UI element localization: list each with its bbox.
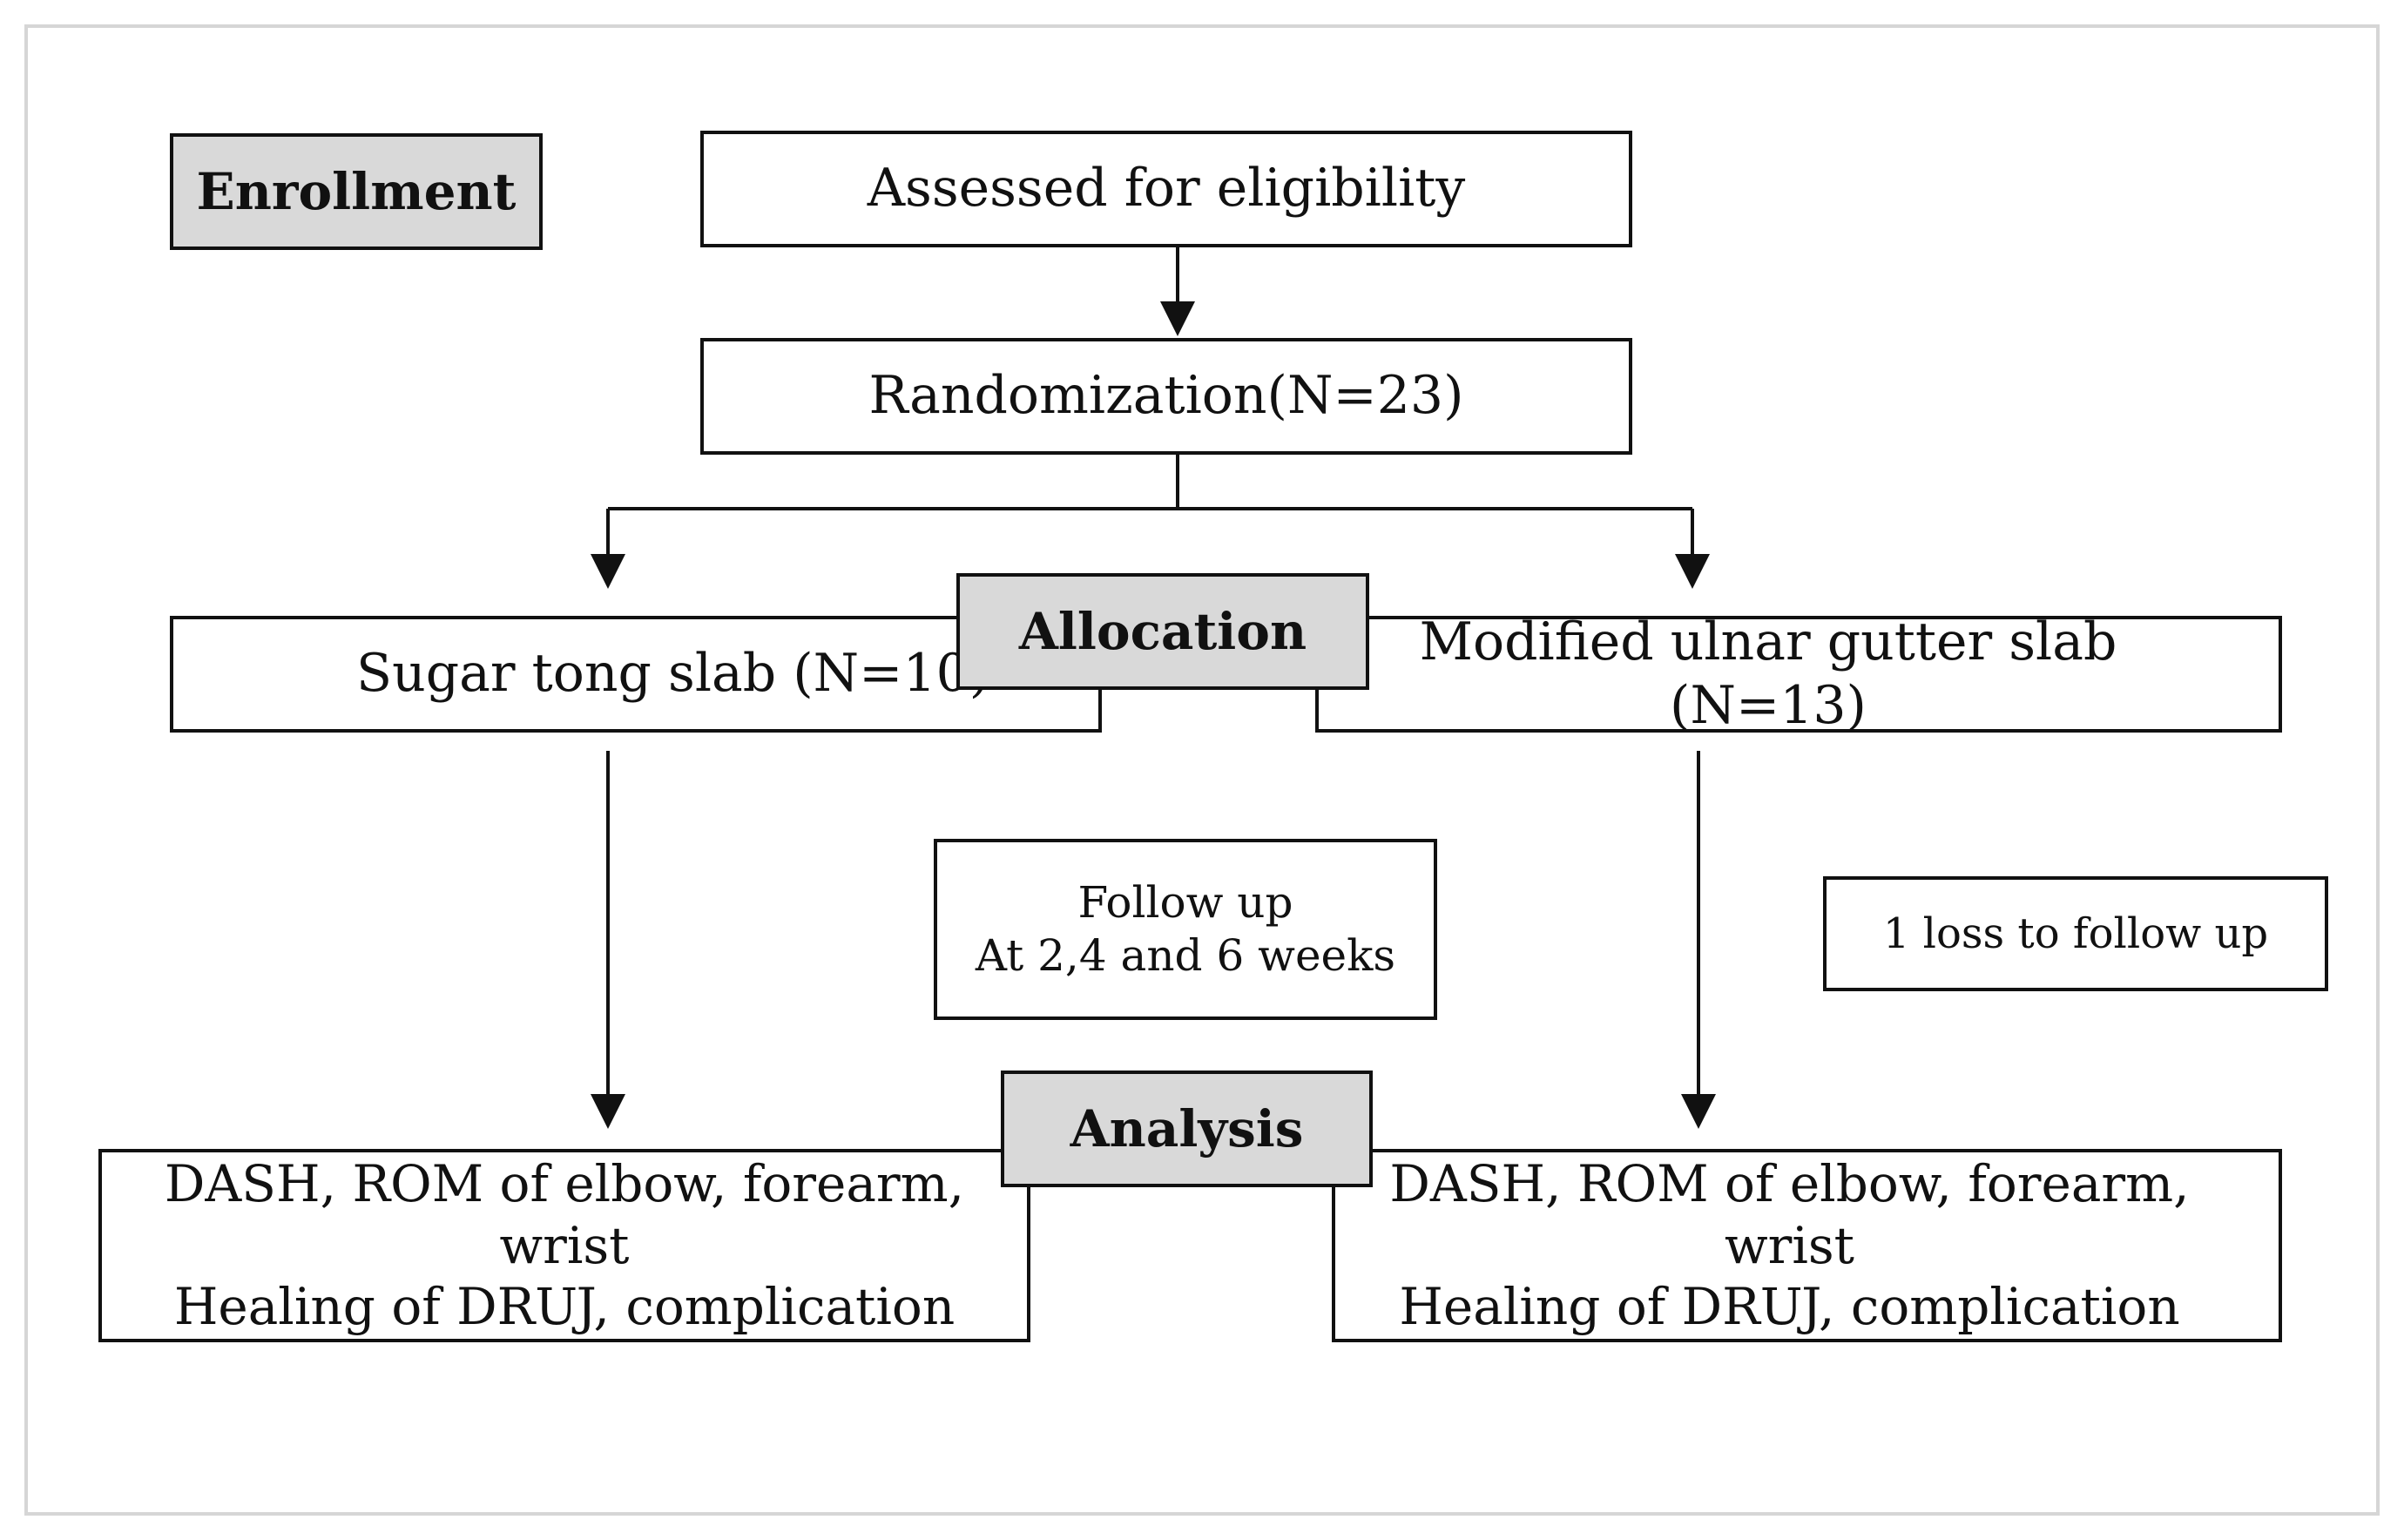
allocation-label: Allocation	[1018, 601, 1307, 661]
enrollment-header: Enrollment	[170, 133, 543, 250]
analysis-right-line-1: DASH, ROM of elbow, forearm, wrist	[1389, 1153, 2190, 1275]
analysis-left-box: DASH, ROM of elbow, forearm, wrist Heali…	[98, 1149, 1030, 1342]
enrollment-label: Enrollment	[196, 161, 517, 221]
analysis-left-line-1: DASH, ROM of elbow, forearm, wrist	[164, 1153, 965, 1275]
eligibility-box: Assessed for eligibility	[700, 131, 1632, 247]
analysis-label: Analysis	[1070, 1098, 1304, 1158]
allocation-header: Allocation	[956, 573, 1369, 690]
eligibility-label: Assessed for eligibility	[867, 158, 1466, 220]
analysis-left-line-2: Healing of DRUJ, complication	[173, 1277, 956, 1337]
follow-up-box: Follow up At 2,4 and 6 weeks	[934, 839, 1437, 1020]
sugar-tong-box: Sugar tong slab (N=10)	[170, 616, 1102, 733]
loss-to-follow-up-label: 1 loss to follow up	[1882, 908, 2269, 958]
analysis-right-line-2: Healing of DRUJ, complication	[1399, 1277, 2180, 1337]
ulnar-gutter-label: Modified ulnar gutter slab (N=13)	[1419, 611, 2117, 736]
loss-to-follow-up-box: 1 loss to follow up	[1823, 876, 2328, 991]
follow-up-line-1: Follow up	[1077, 877, 1293, 928]
randomization-label: Randomization(N=23)	[868, 365, 1464, 427]
sugar-tong-label: Sugar tong slab (N=10)	[356, 643, 990, 705]
analysis-header: Analysis	[1001, 1071, 1373, 1187]
analysis-right-box: DASH, ROM of elbow, forearm, wrist Heali…	[1332, 1149, 2282, 1342]
follow-up-line-2: At 2,4 and 6 weeks	[975, 930, 1396, 981]
randomization-box: Randomization(N=23)	[700, 338, 1632, 455]
ulnar-gutter-box: Modified ulnar gutter slab (N=13)	[1315, 611, 2282, 736]
